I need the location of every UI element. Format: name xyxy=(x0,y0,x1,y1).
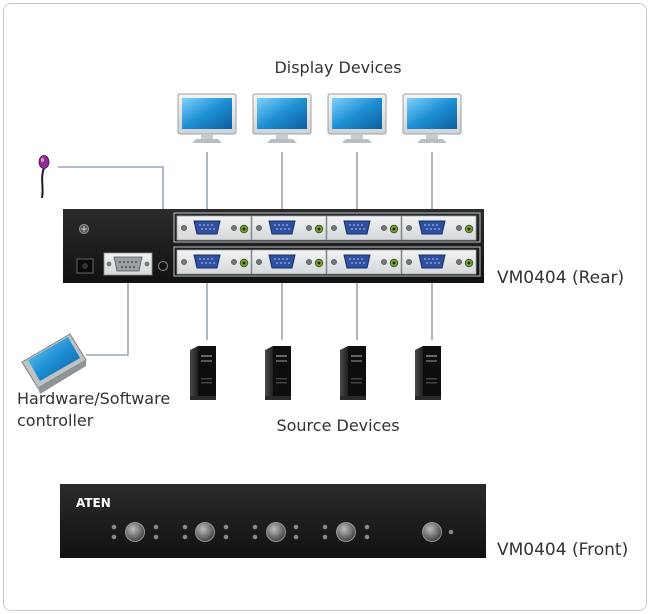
vga-port-icon xyxy=(177,216,251,240)
rs232-port-icon xyxy=(103,252,153,276)
controller-label-line1: Hardware/Software xyxy=(17,389,170,408)
monitor-icon xyxy=(327,93,387,144)
front-button xyxy=(111,522,159,542)
display-devices-group xyxy=(177,93,462,144)
source-devices-label: Source Devices xyxy=(276,416,399,435)
tower-pc-icon xyxy=(340,346,366,400)
brand-logo: ATEN xyxy=(76,496,111,510)
monitor-icon xyxy=(177,93,237,144)
vga-port-icon xyxy=(252,250,326,274)
controller-label-line2: controller xyxy=(17,411,94,430)
tower-pc-icon xyxy=(265,346,291,400)
vga-port-icon xyxy=(402,216,476,240)
vm0404-rear-chassis xyxy=(63,209,484,283)
vga-port-icon xyxy=(402,250,476,274)
front-button xyxy=(182,522,229,542)
port-buttons xyxy=(111,522,454,542)
vga-port-icon xyxy=(252,216,326,240)
vga-port-icon xyxy=(177,250,251,274)
monitor-icon xyxy=(252,93,312,144)
tower-pc-icon xyxy=(415,346,441,400)
front-button xyxy=(422,522,454,542)
ir-sensor-icon xyxy=(38,155,50,199)
vm0404-front-label: VM0404 (Front) xyxy=(497,540,628,560)
ir-jack xyxy=(157,260,169,272)
vga-port-icon xyxy=(327,250,401,274)
tower-pc-icon xyxy=(190,346,216,400)
vga-port-icon xyxy=(327,216,401,240)
touch-panel-icon xyxy=(21,333,87,394)
monitor-icon xyxy=(402,93,462,144)
front-button xyxy=(252,522,299,542)
vm0404-rear-label: VM0404 (Rear) xyxy=(497,268,624,288)
display-devices-label: Display Devices xyxy=(274,58,401,77)
source-devices-group xyxy=(190,346,441,400)
front-button xyxy=(322,522,370,542)
vm0404-front-chassis xyxy=(60,484,486,558)
